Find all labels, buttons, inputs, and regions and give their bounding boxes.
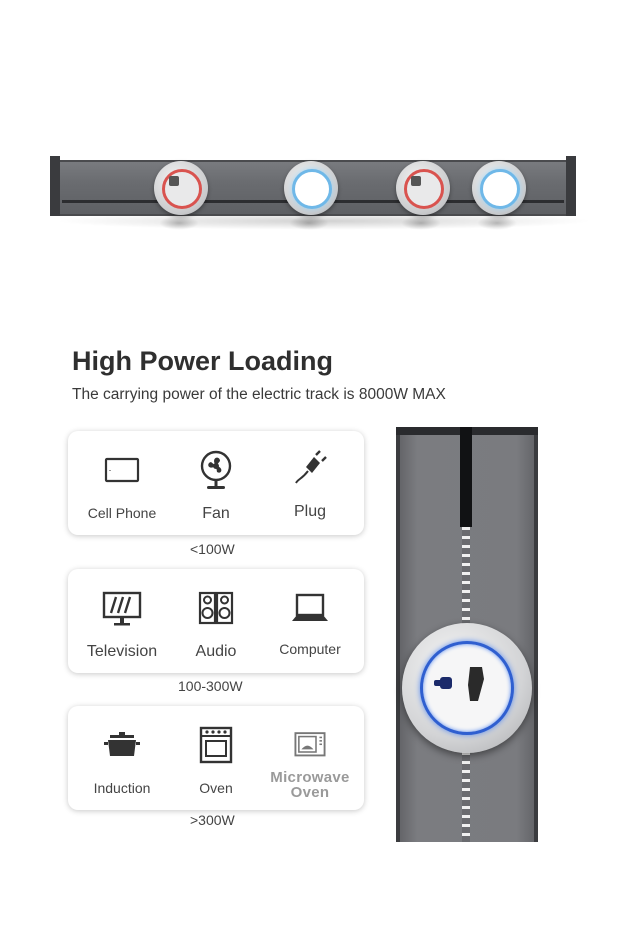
socket-ring-blue-glow [420, 641, 514, 735]
module-shadow [289, 216, 329, 230]
module-shadow [401, 216, 441, 230]
track-shadow [54, 212, 594, 230]
power-group-card-high: Induction Oven Microwave Oven [68, 706, 364, 810]
universal-socket-icon [434, 667, 484, 701]
track-end-right [566, 156, 576, 216]
appliance-item: Plug [262, 431, 358, 535]
socket-module-closeup [402, 623, 532, 753]
track-product-image [44, 150, 594, 240]
appliance-item: Computer [262, 569, 358, 673]
usb-module-blue-2 [472, 161, 526, 215]
page-subtitle: The carrying power of the electric track… [72, 386, 446, 403]
appliance-label: Computer [279, 641, 341, 657]
appliance-item: Fan [168, 431, 264, 535]
socket-module-red-1 [154, 161, 208, 215]
module-shadow [477, 216, 517, 230]
appliance-label-line: Oven [290, 784, 330, 801]
power-group-card-mid: Television Audio Computer [68, 569, 364, 673]
track-conductor-slot [460, 427, 472, 527]
appliance-label: Cell Phone [87, 505, 157, 521]
appliance-item: Television [74, 569, 170, 673]
appliance-item: Oven [168, 706, 264, 810]
audio-icon [198, 591, 234, 625]
appliance-label: Television [86, 643, 158, 660]
socket-ring-blue [480, 169, 520, 209]
track-edge-right [534, 427, 538, 842]
track-closeup-image [396, 427, 538, 842]
plug-icon [295, 450, 327, 484]
power-group-card-low: Cell Phone Fan Plug [68, 431, 364, 535]
appliance-label: Fan [202, 505, 230, 522]
socket-icon [169, 176, 179, 186]
appliance-item: Microwave Oven [262, 706, 358, 810]
appliance-label-line: Microwave [270, 769, 350, 786]
socket-icon [411, 176, 421, 186]
induction-icon [104, 732, 140, 756]
power-range-low: <100W [190, 541, 235, 557]
television-icon [102, 591, 142, 626]
module-shadow [159, 216, 199, 230]
appliance-label: Induction [93, 780, 151, 796]
computer-icon [292, 593, 328, 621]
fan-icon [200, 450, 232, 489]
appliance-label: Microwave Oven [262, 770, 358, 800]
page-title: High Power Loading [72, 346, 333, 376]
socket-ring-red [404, 169, 444, 209]
usb-module-blue-1 [284, 161, 338, 215]
appliance-item: Audio [168, 569, 264, 673]
power-range-mid: 100-300W [178, 678, 243, 694]
power-range-high: >300W [190, 812, 235, 828]
track-edge-left [396, 427, 400, 842]
oven-icon [199, 726, 233, 764]
appliance-label: Audio [195, 643, 237, 660]
appliance-label: Plug [293, 503, 327, 520]
cell-phone-icon [104, 457, 140, 483]
track-end-left [50, 156, 60, 216]
appliance-label: Oven [199, 780, 233, 796]
appliance-item: Induction [74, 706, 170, 810]
appliance-item: Cell Phone [74, 431, 170, 535]
socket-ring-red [162, 169, 202, 209]
socket-ring-blue [292, 169, 332, 209]
socket-module-red-2 [396, 161, 450, 215]
microwave-icon [294, 732, 326, 757]
